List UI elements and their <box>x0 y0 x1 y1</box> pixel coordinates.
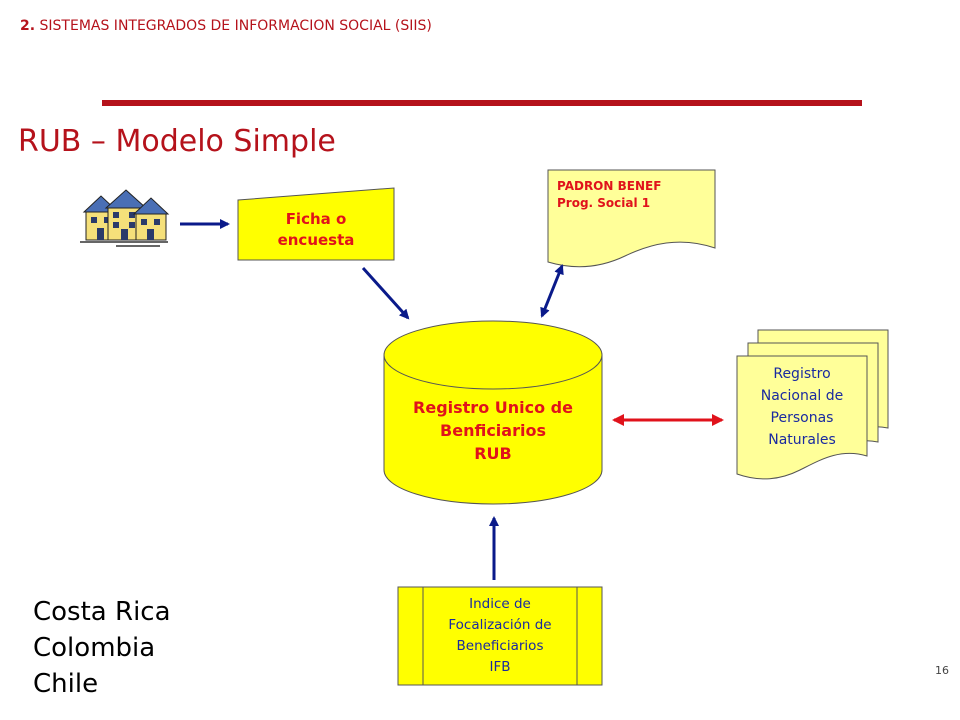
rub-database <box>383 320 603 505</box>
country-item: Colombia <box>33 633 156 663</box>
registro-line2: Nacional de <box>760 388 844 404</box>
ifb-line2: Focalización de <box>448 617 552 633</box>
page-number: 16 <box>935 664 949 677</box>
houses-icon <box>80 189 170 247</box>
ficha-line1: Ficha o <box>285 210 347 228</box>
ficha-shape <box>237 187 395 261</box>
rub-line2: Benficiarios <box>440 420 546 440</box>
ficha-line2: encuesta <box>277 231 355 249</box>
ifb-line1: Indice de <box>469 596 531 612</box>
padron-line1: PADRON BENEF <box>557 179 662 193</box>
section-number: 2. <box>20 18 36 34</box>
slide-title: RUB – Modelo Simple <box>18 124 336 159</box>
ifb-line3: Beneficiarios <box>456 638 544 654</box>
registro-line1: Registro <box>773 366 831 382</box>
registro-label: Registro Nacional de Personas Naturales <box>737 362 867 452</box>
padron-label: PADRON BENEF Prog. Social 1 <box>557 178 661 212</box>
ifb-label: Indice de Focalización de Beneficiarios … <box>423 590 577 682</box>
section-header: 2. SISTEMAS INTEGRADOS DE INFORMACION SO… <box>20 18 432 34</box>
ifb-process <box>397 586 603 686</box>
country-list: Costa Rica Colombia Chile <box>33 594 171 702</box>
rub-line3: RUB <box>474 443 512 463</box>
registro-line4: Naturales <box>768 432 836 448</box>
padron-line2: Prog. Social 1 <box>557 196 651 210</box>
country-item: Costa Rica <box>33 597 171 627</box>
ficha-label: Ficha o encuesta <box>238 200 394 260</box>
rub-line1: Registro Unico de <box>413 397 573 417</box>
rub-label: Registro Unico de Benficiarios RUB <box>384 392 602 468</box>
arrow-rub-padron <box>540 264 564 318</box>
ifb-line4: IFB <box>489 659 511 675</box>
country-item: Chile <box>33 669 99 699</box>
section-title: SISTEMAS INTEGRADOS DE INFORMACION SOCIA… <box>39 18 432 34</box>
registro-document-stack <box>736 329 889 480</box>
arrow-ficha-to-rub <box>361 266 410 320</box>
registro-line3: Personas <box>770 410 834 426</box>
padron-document <box>547 169 716 268</box>
title-divider <box>102 100 862 106</box>
